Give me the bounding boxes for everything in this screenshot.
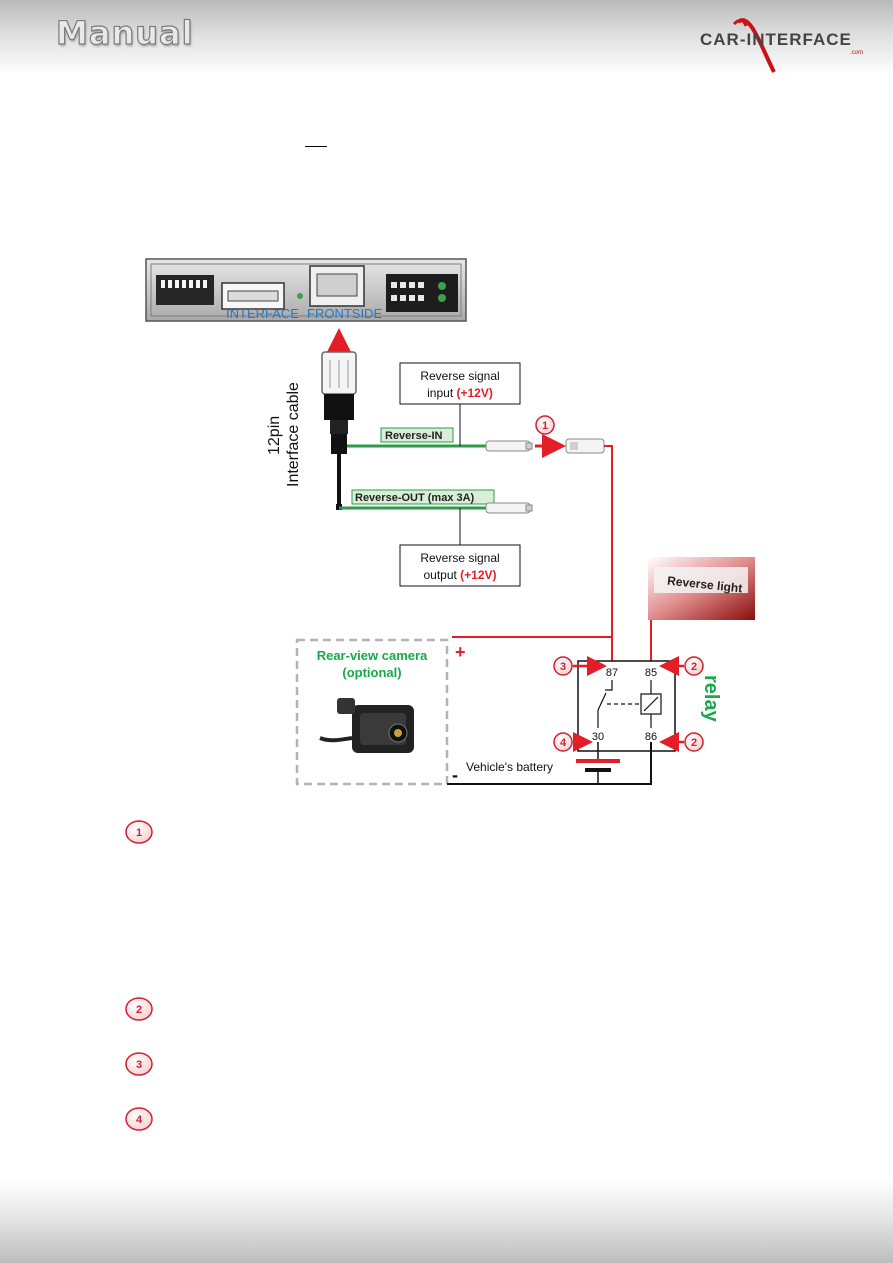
ground-wire bbox=[447, 742, 652, 785]
reverse-out-terminal bbox=[485, 502, 533, 514]
relay-pin-30: 30 bbox=[592, 731, 604, 743]
page-header bbox=[0, 0, 893, 75]
svg-text:1: 1 bbox=[542, 420, 548, 432]
logo-text: CAR-INTERFACE bbox=[700, 30, 852, 49]
reverse-in-label-bg bbox=[380, 427, 454, 443]
relay-87-wire bbox=[604, 445, 613, 665]
reverse-in-label: Reverse-IN bbox=[385, 430, 443, 442]
camera-plus: + bbox=[455, 642, 466, 662]
svg-text:4: 4 bbox=[560, 737, 567, 749]
output-box-line1: Reverse signal bbox=[420, 551, 499, 565]
page-footer bbox=[0, 1180, 893, 1263]
svg-text:3: 3 bbox=[136, 1059, 142, 1071]
relay-label: relay bbox=[700, 675, 722, 723]
dip-switch bbox=[156, 275, 214, 305]
svg-text:4: 4 bbox=[136, 1114, 143, 1126]
camera-icon bbox=[319, 698, 414, 753]
female-terminal bbox=[565, 438, 605, 454]
marker-3-relay: 3 bbox=[553, 656, 607, 676]
cable-label-line1: 12pin bbox=[266, 416, 283, 455]
battery-label: Vehicle's battery bbox=[466, 760, 553, 774]
relay-pin-86: 86 bbox=[645, 731, 657, 743]
logo-swoosh-icon bbox=[732, 18, 776, 73]
manual-title: Manual bbox=[55, 13, 194, 52]
interface-device: INTERFACE FRONTSIDE bbox=[145, 258, 467, 322]
power-port bbox=[386, 274, 458, 312]
reverse-signal-input-box: Reverse signal input (+12V) bbox=[399, 362, 521, 405]
bullet-3: 3 bbox=[125, 1052, 153, 1076]
relay-pin-87: 87 bbox=[606, 667, 618, 679]
camera-subtitle: (optional) bbox=[342, 665, 401, 680]
logo-suffix: .com bbox=[850, 50, 864, 56]
relay: 87 85 30 86 bbox=[577, 660, 676, 752]
reverse-in-terminal bbox=[485, 440, 533, 452]
camera-title: Rear-view camera bbox=[317, 648, 428, 663]
cable-connector bbox=[321, 351, 357, 510]
input-box-voltage: (+12V) bbox=[457, 386, 493, 400]
cable-label-line2: Interface cable bbox=[285, 382, 302, 487]
reverse-out-label: Reverse-OUT (max 3A) bbox=[355, 492, 475, 504]
marker-4-relay: 4 bbox=[553, 732, 593, 752]
marker-1: 1 bbox=[535, 415, 555, 435]
camera-minus: - bbox=[452, 765, 458, 785]
bullet-2: 2 bbox=[125, 997, 153, 1021]
divider-line bbox=[305, 146, 327, 147]
svg-text:2: 2 bbox=[691, 737, 697, 749]
svg-text:input (+12V): input (+12V) bbox=[427, 386, 493, 400]
reverse-signal-output-box: Reverse signal output (+12V) bbox=[399, 544, 521, 587]
svg-text:2: 2 bbox=[136, 1004, 142, 1016]
output-box-voltage: (+12V) bbox=[460, 568, 496, 582]
device-label-interface: INTERFACE bbox=[226, 306, 299, 321]
rear-view-camera-box: Rear-view camera (optional) bbox=[295, 638, 449, 786]
svg-text:output (+12V): output (+12V) bbox=[423, 568, 496, 582]
svg-text:2: 2 bbox=[691, 661, 697, 673]
marker-2-relay-86: 2 bbox=[659, 732, 704, 752]
reverse-out-label-bg bbox=[351, 489, 495, 505]
input-box-line1: Reverse signal bbox=[420, 369, 499, 383]
relay-pin-85: 85 bbox=[645, 667, 657, 679]
bullet-1: 1 bbox=[125, 820, 153, 844]
bullet-4: 4 bbox=[125, 1107, 153, 1131]
car-interface-logo: CAR-INTERFACE .com bbox=[700, 14, 870, 74]
svg-text:1: 1 bbox=[136, 827, 142, 839]
marker-2-relay-85: 2 bbox=[659, 656, 704, 676]
svg-text:3: 3 bbox=[560, 661, 566, 673]
reverse-light-image: Reverse light bbox=[648, 557, 755, 620]
output-box-line2: output bbox=[423, 568, 460, 582]
device-label-frontside: FRONTSIDE bbox=[307, 306, 382, 321]
input-box-line2: input bbox=[427, 386, 456, 400]
